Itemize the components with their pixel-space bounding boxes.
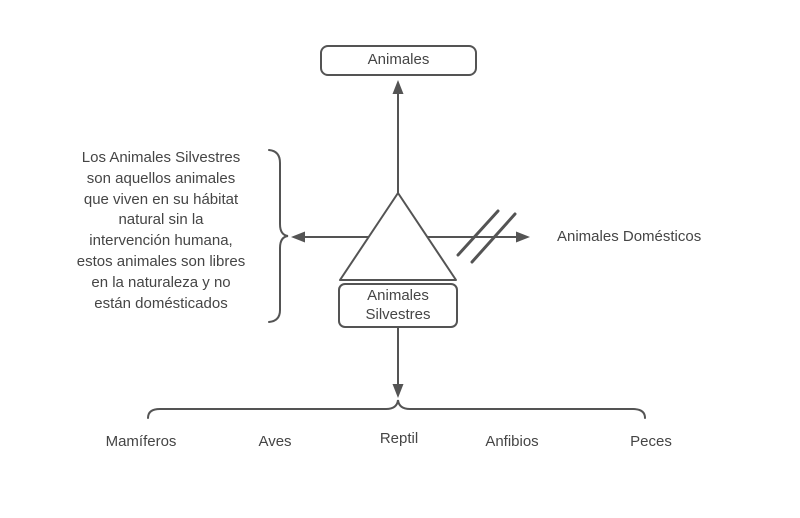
arrow-up-head xyxy=(392,80,404,94)
arrow-right-head xyxy=(516,231,530,243)
triangle-shape xyxy=(339,192,457,281)
category-aves: Aves xyxy=(258,433,292,450)
description-line: están domésticados xyxy=(94,294,228,312)
category-reptil: Reptil xyxy=(379,430,419,447)
node-animales-label: Animales xyxy=(367,51,430,69)
description-line: en la naturaleza y no xyxy=(91,273,231,291)
description-line: intervención humana, xyxy=(89,232,233,250)
arrow-left-head xyxy=(291,231,305,243)
double-slash-mark-1 xyxy=(456,209,500,257)
node-animales-silvestres: Animales Silvestres xyxy=(338,283,458,328)
description-line: estos animales son libres xyxy=(76,252,246,270)
description-line: que viven en su hábitat xyxy=(83,190,239,208)
left-brace xyxy=(268,149,289,323)
description-line: son aquellos animales xyxy=(86,169,236,187)
node-animales: Animales xyxy=(320,45,477,76)
description-line: natural sin la xyxy=(118,211,204,229)
description-line: Los Animales Silvestres xyxy=(81,149,241,166)
category-anfibios: Anfibios xyxy=(485,433,539,450)
description-block: Los Animales Silvestres son aquellos ani… xyxy=(61,148,261,314)
category-peces: Peces xyxy=(630,433,672,450)
double-slash-mark-2 xyxy=(470,212,517,264)
node-animales-silvestres-label: Animales Silvestres xyxy=(365,286,431,323)
label-animales-domesticos: Animales Domésticos xyxy=(557,228,702,245)
bottom-brace xyxy=(147,399,646,419)
category-mamiferos: Mamíferos xyxy=(105,433,177,450)
arrow-down-head xyxy=(392,384,404,398)
